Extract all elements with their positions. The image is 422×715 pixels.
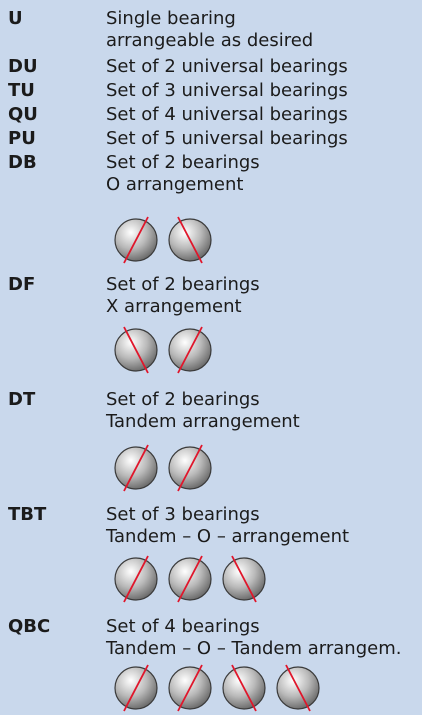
- entry-code: U: [8, 8, 23, 29]
- entry-description-line: Set of 4 bearings: [106, 616, 260, 637]
- entry-description-line: Tandem – O – arrangement: [106, 526, 350, 547]
- entry-description: Set of 4 universal bearings: [106, 104, 348, 126]
- entry-code: TU: [8, 80, 35, 101]
- df-arrangement-diagram: [112, 326, 220, 374]
- entry-description: Set of 3 bearings Tandem – O – arrangeme…: [106, 504, 349, 548]
- entry-description-line: O arrangement: [106, 174, 244, 195]
- contact-angle-line: [123, 664, 149, 712]
- entry-description-line: Tandem – O – Tandem arrangem.: [106, 638, 402, 659]
- entry-description: Set of 3 universal bearings: [106, 80, 348, 102]
- tbt-arrangement-diagram: [112, 555, 274, 603]
- entry-code: QBC: [8, 616, 51, 637]
- entry-description-line: Set of 3 universal bearings: [106, 80, 348, 101]
- entry-description-line: Set of 3 bearings: [106, 504, 260, 525]
- entry-description-line: Set of 5 universal bearings: [106, 128, 348, 149]
- dt-arrangement-diagram: [112, 444, 220, 492]
- contact-angle-line: [123, 216, 149, 264]
- bearing-ball-icon: [222, 555, 266, 603]
- contact-angle-line: [177, 326, 203, 374]
- entry-description-line: Set of 2 universal bearings: [106, 56, 348, 77]
- entry-description: Set of 5 universal bearings: [106, 128, 348, 150]
- bearing-ball-icon: [114, 664, 158, 712]
- entry-code: PU: [8, 128, 36, 149]
- entry-description: Set of 2 bearings X arrangement: [106, 274, 260, 318]
- contact-angle-line: [231, 664, 257, 712]
- db-arrangement-diagram: [112, 216, 220, 264]
- bearing-ball-icon: [168, 664, 212, 712]
- entry-description-line: Set of 4 universal bearings: [106, 104, 348, 125]
- entry-description: Set of 2 bearings O arrangement: [106, 152, 260, 196]
- contact-angle-line: [177, 555, 203, 603]
- bearing-ball-icon: [114, 216, 158, 264]
- entry-description: Set of 2 bearings Tandem arrangement: [106, 389, 300, 433]
- qbc-arrangement-diagram: [112, 664, 328, 712]
- entry-code: DT: [8, 389, 36, 410]
- entry-code: DF: [8, 274, 36, 295]
- entry-description-line: Set of 2 bearings: [106, 389, 260, 410]
- bearing-ball-icon: [168, 444, 212, 492]
- entry-description: Set of 4 bearings Tandem – O – Tandem ar…: [106, 616, 401, 660]
- entry-description-line: Set of 2 bearings: [106, 152, 260, 173]
- entry-description-line: Set of 2 bearings: [106, 274, 260, 295]
- contact-angle-line: [177, 444, 203, 492]
- entry-code: TBT: [8, 504, 47, 525]
- contact-angle-line: [123, 444, 149, 492]
- bearing-ball-icon: [222, 664, 266, 712]
- entry-description-line: arrangeable as desired: [106, 30, 314, 51]
- bearing-ball-icon: [114, 326, 158, 374]
- contact-angle-line: [123, 555, 149, 603]
- bearing-ball-icon: [168, 555, 212, 603]
- bearing-ball-icon: [168, 326, 212, 374]
- bearing-ball-icon: [276, 664, 320, 712]
- entry-code: DU: [8, 56, 38, 77]
- entry-code: DB: [8, 152, 37, 173]
- contact-angle-line: [231, 555, 257, 603]
- entry-description-line: X arrangement: [106, 296, 242, 317]
- entry-description-line: Single bearing: [106, 8, 236, 29]
- bearing-ball-icon: [168, 216, 212, 264]
- entry-code: QU: [8, 104, 38, 125]
- contact-angle-line: [177, 664, 203, 712]
- entry-description: Set of 2 universal bearings: [106, 56, 348, 78]
- entry-description-line: Tandem arrangement: [106, 411, 300, 432]
- contact-angle-line: [177, 216, 203, 264]
- contact-angle-line: [285, 664, 311, 712]
- contact-angle-line: [123, 326, 149, 374]
- bearing-ball-icon: [114, 444, 158, 492]
- bearing-ball-icon: [114, 555, 158, 603]
- entry-description: Single bearing arrangeable as desired: [106, 8, 313, 52]
